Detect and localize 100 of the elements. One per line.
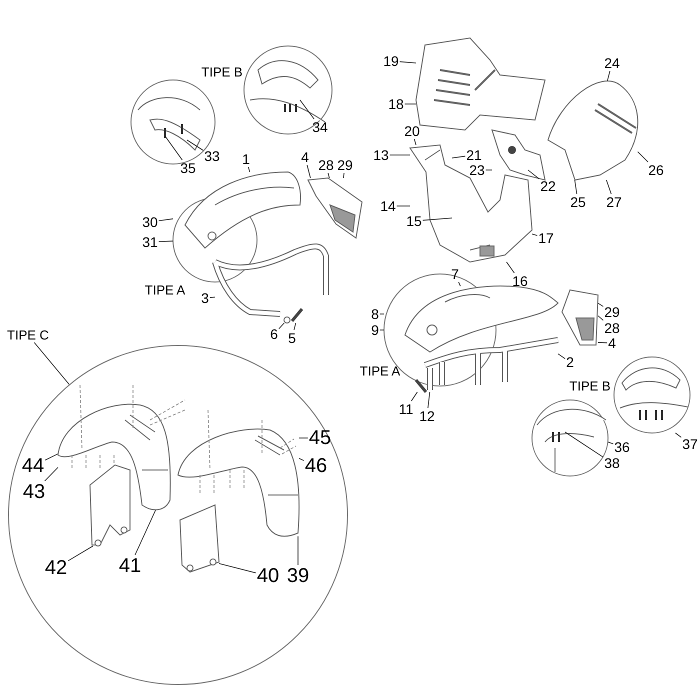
leader-line [248, 166, 250, 172]
leader-line [598, 342, 608, 344]
leader-line [34, 342, 70, 385]
leader-line [608, 442, 614, 444]
callout-number: 12 [419, 409, 435, 423]
variant-label: TIPE A [360, 364, 400, 378]
callout-number: 27 [606, 195, 622, 209]
callout-number: 31 [142, 235, 158, 249]
leader-line [278, 322, 285, 330]
leader-line [134, 509, 156, 556]
leader-line [399, 61, 416, 64]
callout-number: 5 [288, 331, 296, 345]
leader-line [164, 136, 183, 160]
bracket-drawing [491, 129, 546, 181]
callout-number: 14 [380, 199, 396, 213]
callout-number: 13 [373, 148, 389, 162]
leader-line [158, 240, 174, 242]
callout-number: 46 [304, 456, 328, 476]
callout-number: 38 [604, 456, 620, 470]
leader-line [44, 466, 58, 482]
callout-number: 3 [201, 291, 209, 305]
front-fender-drawing [184, 172, 301, 248]
leader-line [298, 458, 304, 461]
callout-number: 26 [648, 163, 664, 177]
leader-line [428, 392, 430, 408]
leader-line [410, 392, 418, 402]
leader-line [306, 164, 311, 178]
callout-number: 17 [538, 231, 554, 245]
front-fender-drawing [178, 410, 300, 537]
leader-line [210, 296, 216, 298]
panel-drawing [561, 289, 599, 346]
leg-shield-drawing [409, 144, 533, 263]
callout-number: 23 [469, 163, 485, 177]
callout-number: 2 [566, 355, 574, 369]
leader-line [452, 156, 466, 158]
callout-number: 43 [22, 482, 46, 502]
callout-number: 39 [286, 566, 310, 586]
callout-number: 25 [570, 195, 586, 209]
callout-number: 28 [318, 158, 334, 172]
callout-number: 29 [337, 158, 353, 172]
callout-number: 33 [204, 149, 220, 163]
callout-number: 19 [383, 54, 399, 68]
leader-line [68, 546, 94, 562]
callout-number: 18 [388, 97, 404, 111]
callout-number: 40 [256, 566, 280, 586]
callout-number: 1 [242, 152, 250, 166]
leader-line [606, 180, 612, 194]
leader-line [574, 180, 578, 194]
callout-number: 42 [44, 558, 68, 578]
callout-number: 8 [371, 307, 379, 321]
variant-label: TIPE C [7, 328, 49, 342]
callout-number: 7 [451, 267, 459, 281]
leader-line [422, 218, 452, 221]
callout-number: 24 [604, 56, 620, 70]
leader-line [532, 234, 538, 236]
leader-line [458, 282, 461, 286]
leader-line [528, 170, 540, 180]
leader-line [675, 432, 682, 438]
callout-number: 16 [512, 274, 528, 288]
callout-number: 22 [540, 179, 556, 193]
leader-line [294, 322, 296, 330]
leader-line [598, 315, 604, 321]
leader-line [637, 151, 648, 162]
callout-number: 29 [604, 305, 620, 319]
leader-line [328, 172, 330, 178]
leader-line [414, 138, 416, 146]
callout-number: 41 [118, 556, 142, 576]
callout-number: 6 [270, 327, 278, 341]
leader-line [506, 262, 515, 274]
rear-cover-drawing [548, 80, 638, 180]
callout-number: 15 [406, 214, 422, 228]
variant-label: TIPE B [201, 66, 243, 78]
callout-number: 9 [371, 323, 379, 337]
front-fender-drawing [58, 384, 186, 510]
callout-number: 28 [604, 321, 620, 335]
callout-number: 45 [308, 428, 332, 448]
leader-line [343, 172, 344, 178]
callout-number: 4 [608, 336, 616, 350]
leader-line [564, 432, 604, 458]
leader-line [300, 100, 314, 120]
detail-view-circle [244, 46, 332, 134]
leader-line [606, 70, 610, 82]
variant-label: TIPE B [569, 380, 611, 392]
callout-number: 36 [614, 440, 630, 454]
callout-number: 20 [404, 124, 420, 138]
callout-number: 4 [301, 150, 309, 164]
panel-drawing [307, 177, 363, 239]
tube-frame-drawing [212, 243, 329, 324]
callout-number: 34 [312, 120, 328, 134]
bracket-drawing [90, 464, 130, 546]
leader-line [44, 453, 58, 460]
callout-number: 11 [398, 402, 414, 416]
variant-label: TIPE A [144, 284, 186, 296]
leader-line [218, 563, 256, 574]
leader-line [158, 218, 174, 222]
detail-view-circle [614, 356, 690, 434]
leader-line [186, 140, 204, 151]
leader-line [598, 302, 604, 307]
front-fender-drawing [404, 286, 558, 352]
leader-line [558, 353, 566, 360]
